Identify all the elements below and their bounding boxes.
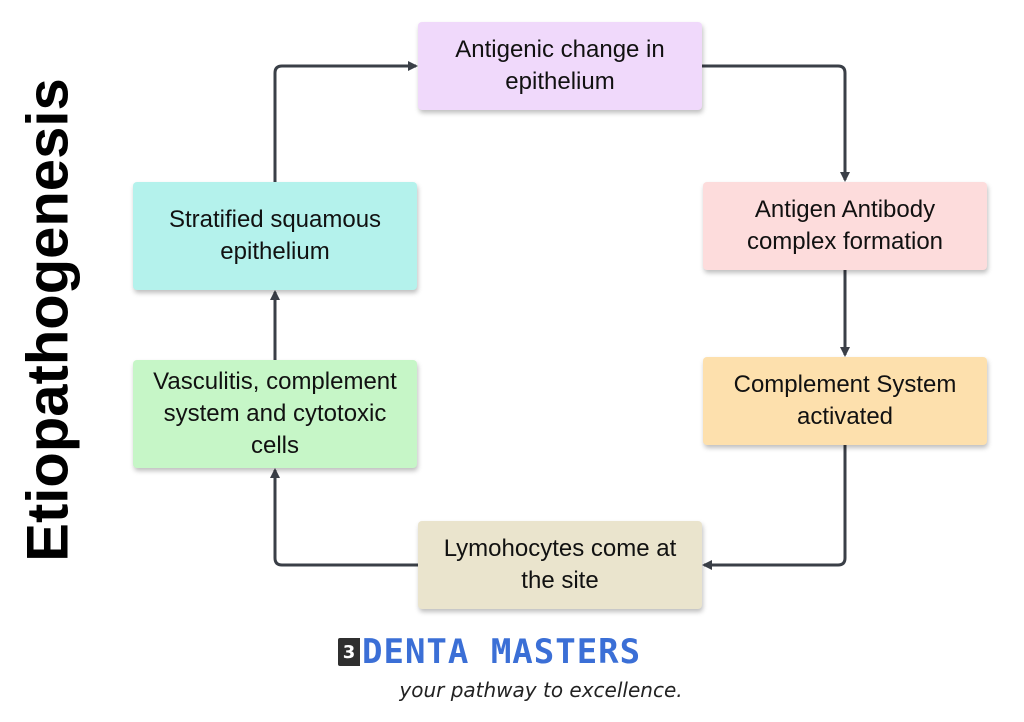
brand-name: DENTA MASTERS: [362, 632, 642, 672]
diagram-title: Etiopathogenesis: [15, 78, 81, 562]
node-antigenic-change: Antigenic change in epithelium: [418, 22, 702, 110]
node-vasculitis: Vasculitis, complement system and cytoto…: [133, 360, 417, 468]
node-vasculitis-label: Vasculitis, complement system and cytoto…: [153, 368, 397, 459]
node-complement-activated-label: Complement System activated: [733, 371, 957, 430]
node-antigenic-change-label: Antigenic change in epithelium: [455, 36, 665, 95]
node-lymphocytes: Lymohocytes come at the site: [418, 521, 702, 609]
node-stratified-epithelium: Stratified squamous epithelium: [133, 182, 417, 290]
node-antigen-antibody-complex: Antigen Antibody complex formation: [703, 182, 987, 270]
arrow-stratified-to-antigenic-change: [273, 61, 418, 182]
arrow-lymphocytes-to-vasculitis: [270, 468, 418, 567]
node-antigen-antibody-complex-label: Antigen Antibody complex formation: [746, 196, 944, 255]
node-stratified-epithelium-label: Stratified squamous epithelium: [168, 206, 382, 265]
arrow-complement-to-lymphocytes: [702, 445, 847, 570]
node-lymphocytes-label: Lymohocytes come at the site: [443, 535, 677, 594]
arrow-top-to-antigen-antibody: [702, 64, 850, 182]
brand-logo: 3 DENTA MASTERS: [338, 632, 758, 672]
logo-mark-icon: 3: [338, 638, 360, 666]
brand-tagline: your pathway to excellence.: [399, 678, 683, 702]
node-complement-activated: Complement System activated: [703, 357, 987, 445]
